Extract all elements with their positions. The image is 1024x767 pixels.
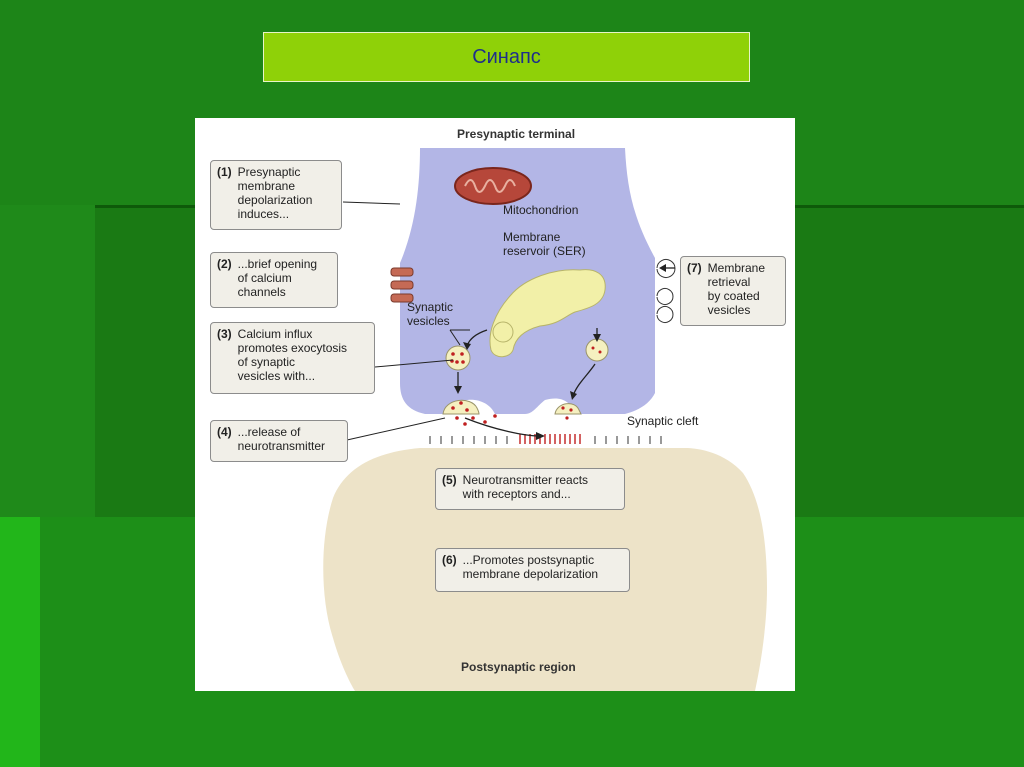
calcium-channels: [390, 267, 414, 303]
leader-lines: [342, 201, 470, 441]
step-text: Neurotransmitter reacts with receptors a…: [462, 473, 589, 501]
step-number: (4): [217, 425, 232, 439]
receptors: [429, 436, 662, 444]
synaptic-vesicles: [445, 338, 609, 371]
step-number: (6): [442, 553, 457, 567]
synaptic-cleft-label: Synaptic cleft: [627, 414, 699, 428]
postsynaptic-region-label: Postsynaptic region: [461, 660, 576, 674]
step-text: ...release of neurotransmitter: [237, 425, 326, 453]
slide-title: Синапс: [472, 45, 541, 68]
step-number: (5): [442, 473, 457, 487]
step-7-callout: (7) Membrane retrieval by coated vesicle…: [680, 256, 786, 326]
synapse-diagram: Presynaptic terminal Mitochondrion Membr…: [195, 118, 795, 691]
step-4-callout: (4) ...release of neurotransmitter: [210, 420, 348, 462]
step-1-callout: (1) Presynaptic membrane depolarization …: [210, 160, 342, 230]
membrane-reservoir: [489, 269, 606, 358]
step-number: (7): [687, 261, 702, 275]
membrane-reservoir-label: Membrane reservoir (SER): [503, 230, 586, 258]
slide-title-box: Синапс: [263, 32, 750, 82]
step-text: Calcium influx promotes exocytosis of sy…: [237, 327, 348, 383]
step-5-callout: (5) Neurotransmitter reacts with recepto…: [435, 468, 625, 510]
exocytosis-sites: [442, 399, 582, 415]
mitochondrion-label: Mitochondrion: [503, 203, 579, 217]
background-band-left: [0, 517, 40, 767]
presynaptic-terminal-label: Presynaptic terminal: [457, 127, 576, 141]
step-text: ...brief opening of calcium channels: [237, 257, 318, 299]
step-text: Membrane retrieval by coated vesicles: [707, 261, 766, 317]
step-2-callout: (2) ...brief opening of calcium channels: [210, 252, 338, 308]
step-number: (2): [217, 257, 232, 271]
mitochondrion: [454, 167, 532, 205]
step-text: Presynaptic membrane depolarization indu…: [237, 165, 313, 221]
neurotransmitter-dots: [451, 401, 573, 426]
synaptic-vesicles-label: Synaptic vesicles: [407, 300, 454, 328]
step-3-callout: (3) Calcium influx promotes exocytosis o…: [210, 322, 375, 394]
step-text: ...Promotes postsynaptic membrane depola…: [462, 553, 599, 581]
step-number: (1): [217, 165, 232, 179]
step-6-callout: (6) ...Promotes postsynaptic membrane de…: [435, 548, 630, 592]
arrowheads: [454, 264, 666, 440]
step-number: (3): [217, 327, 232, 341]
